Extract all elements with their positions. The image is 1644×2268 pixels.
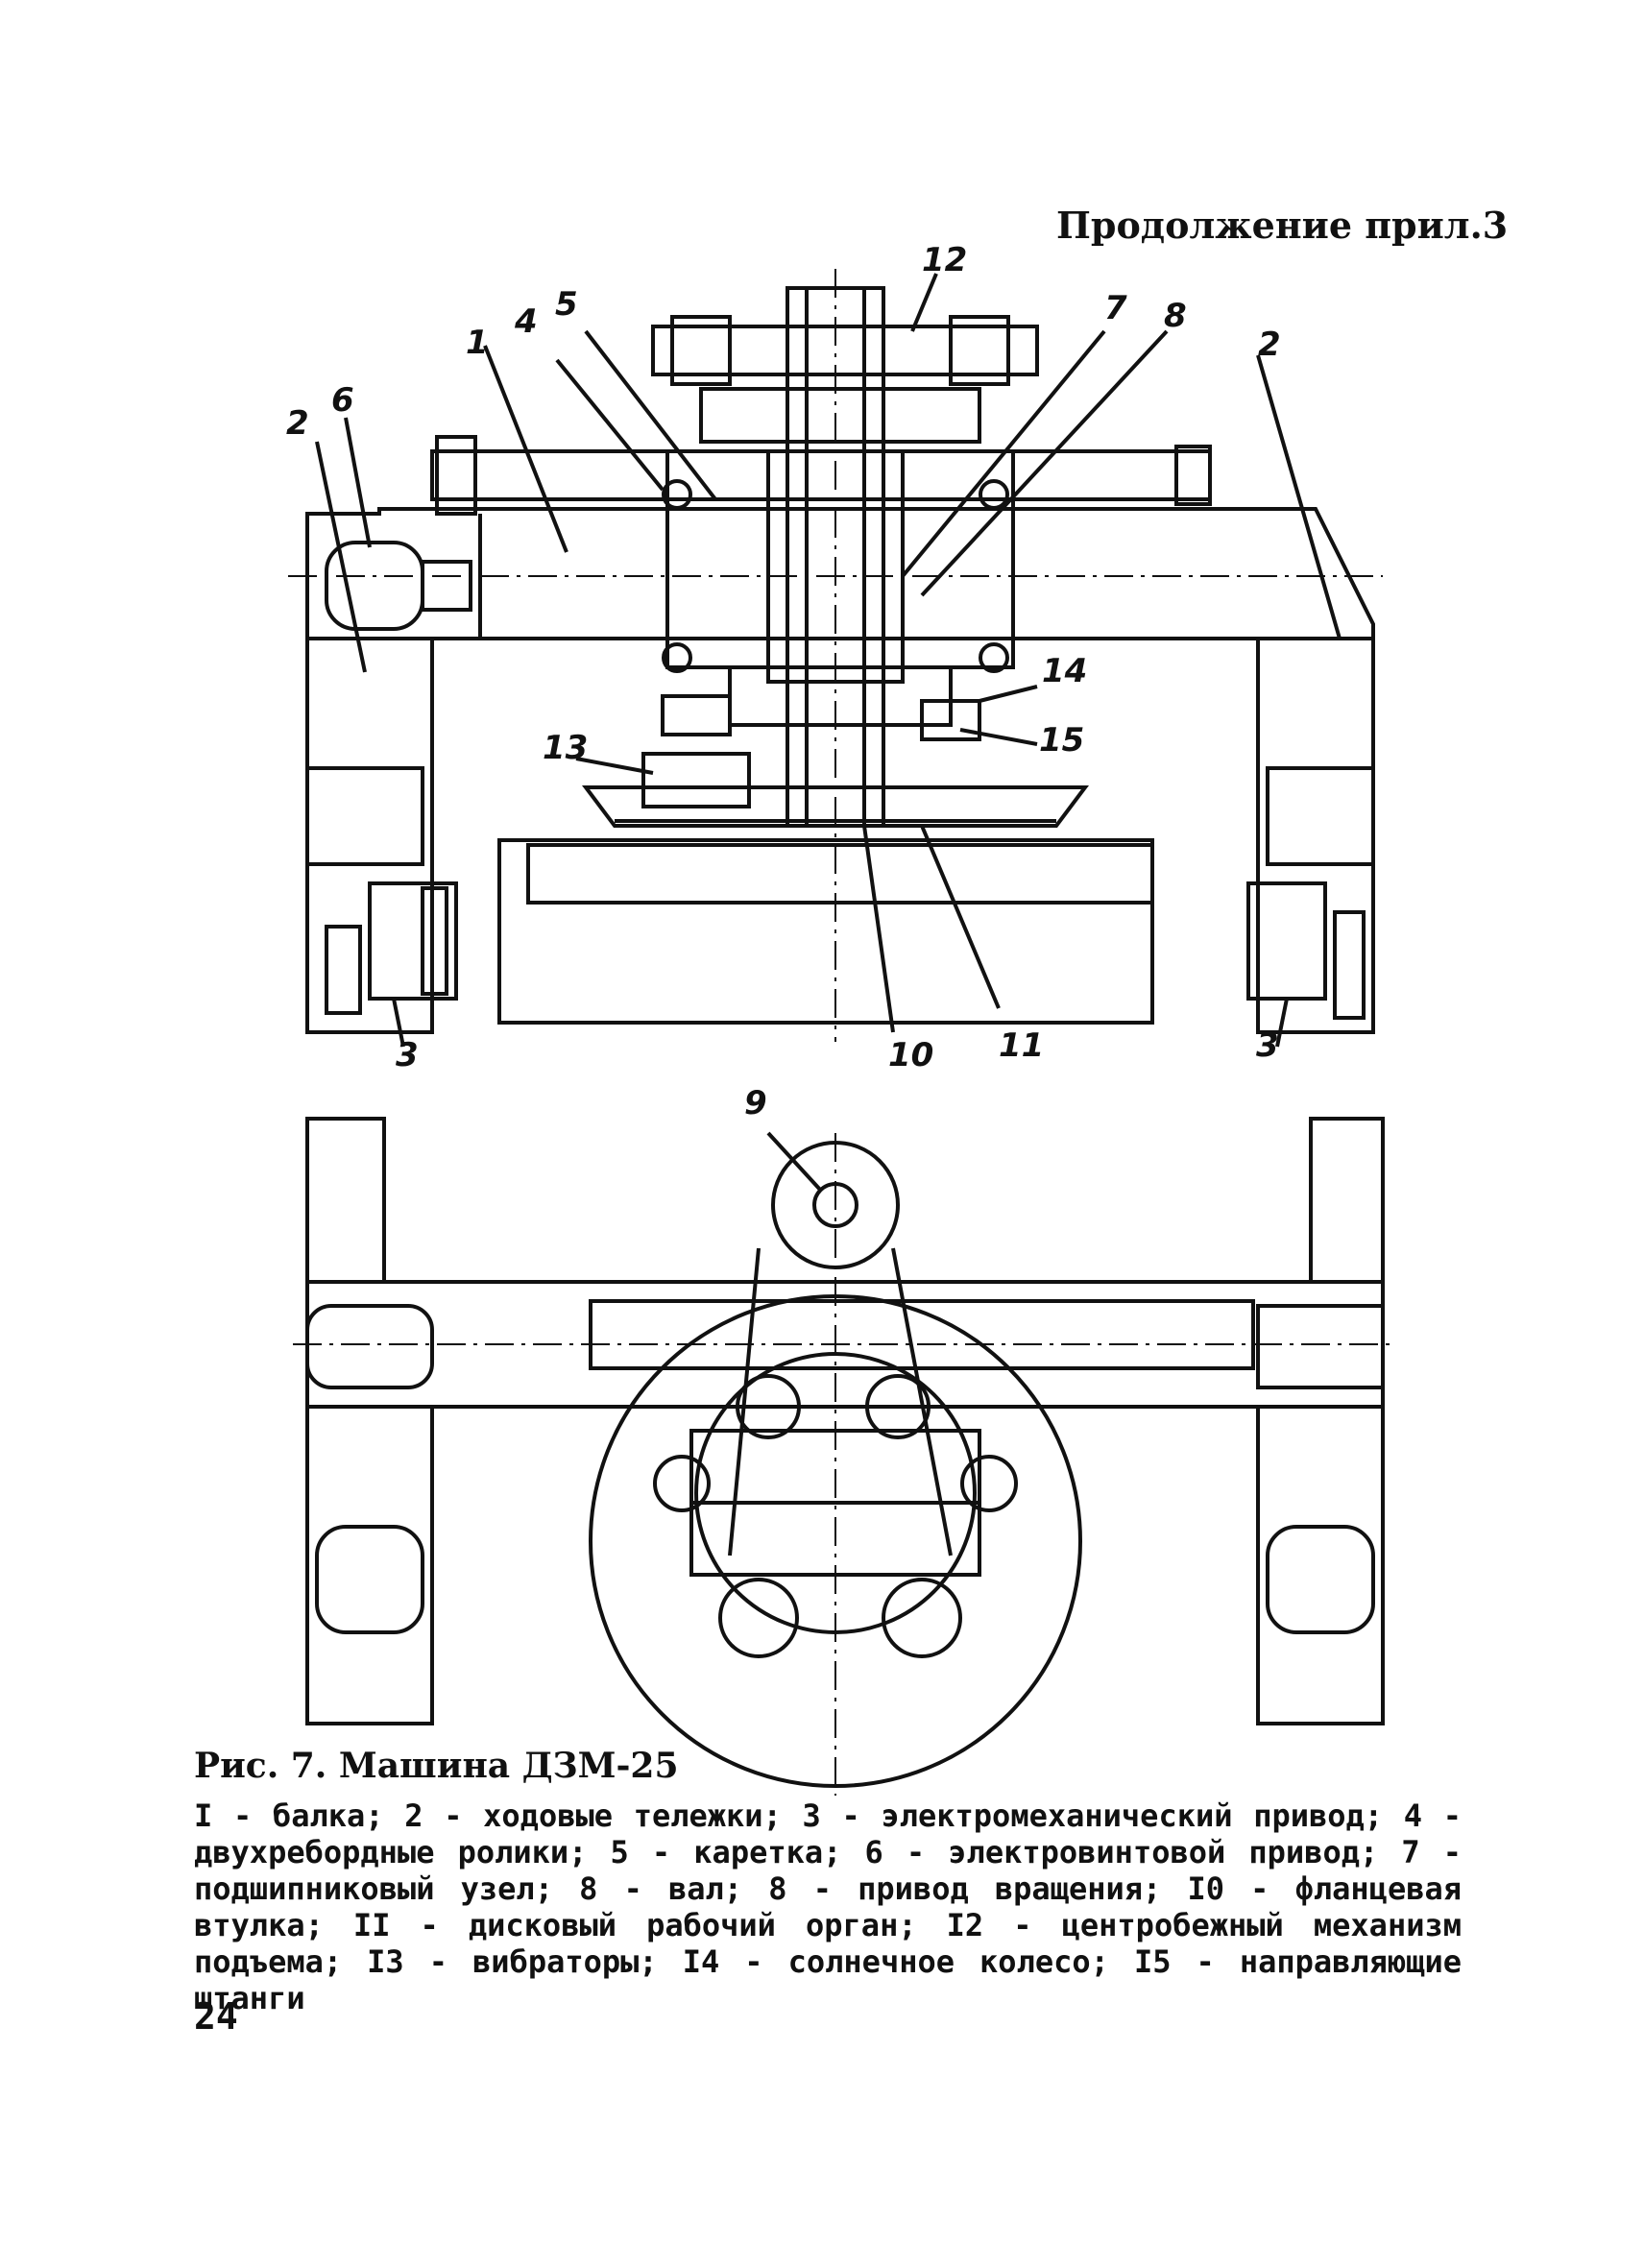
label-2-left: 2 — [286, 404, 309, 443]
label-10: 10 — [888, 1036, 933, 1074]
label-6: 6 — [331, 381, 354, 420]
label-4: 4 — [514, 302, 538, 341]
label-3-right: 3 — [1256, 1026, 1279, 1065]
figure-caption-legend: I - балка; 2 - ходовые тележки; 3 - элек… — [194, 1798, 1462, 2016]
label-3-left: 3 — [396, 1036, 419, 1074]
plan-view — [293, 1117, 1392, 1796]
page-number: 24 — [194, 1995, 238, 2038]
label-5: 5 — [555, 285, 578, 324]
label-11: 11 — [999, 1026, 1044, 1065]
label-14: 14 — [1042, 652, 1087, 690]
label-2-right: 2 — [1258, 326, 1281, 364]
label-1: 1 — [466, 324, 489, 362]
label-7: 7 — [1104, 289, 1127, 327]
label-12: 12 — [922, 241, 967, 279]
figure-caption-title: Рис. 7. Машина ДЗМ-25 — [194, 1746, 679, 1786]
label-15: 15 — [1039, 721, 1084, 760]
label-9: 9 — [744, 1084, 767, 1122]
label-8: 8 — [1164, 297, 1187, 335]
label-13: 13 — [543, 729, 588, 767]
front-elevation — [288, 269, 1383, 1048]
continuation-header: Продолжение прил.3 — [1056, 204, 1509, 247]
